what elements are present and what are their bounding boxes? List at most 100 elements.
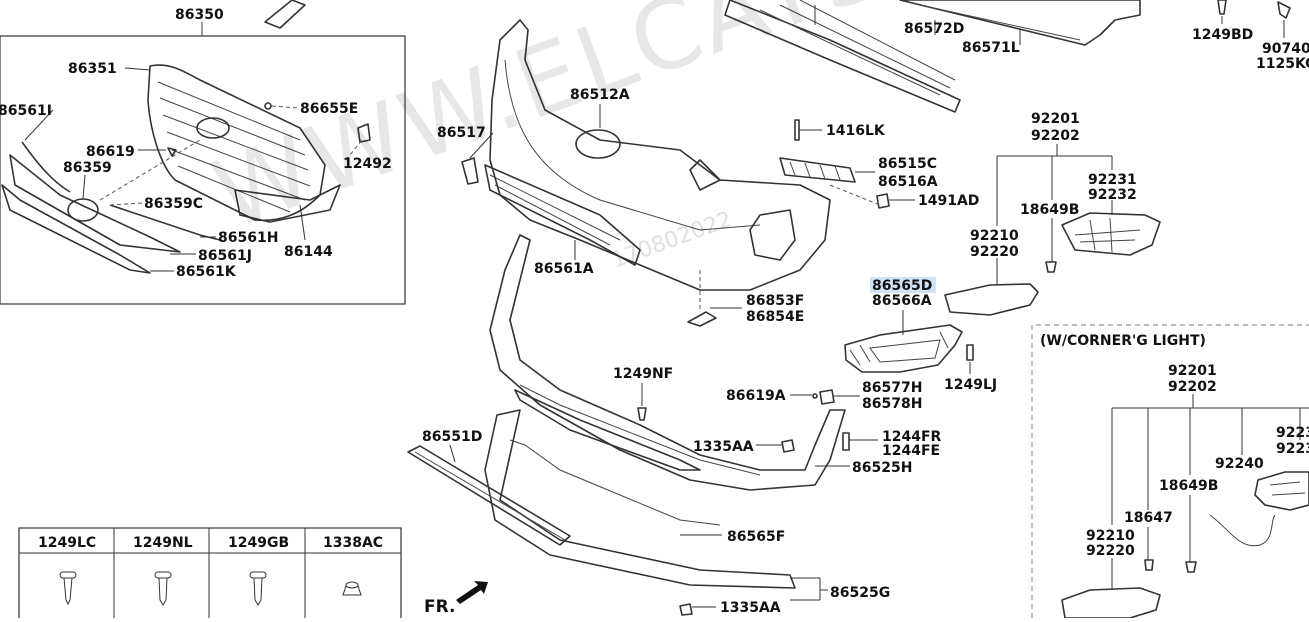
molding-86561H[interactable] — [109, 204, 221, 241]
label-86561H[interactable]: 86561H — [218, 230, 278, 246]
bulb-18649B[interactable] — [1045, 261, 1057, 273]
label-1244FE[interactable]: 1244FE — [882, 443, 940, 459]
fastener-header-3[interactable]: 1249GB — [228, 535, 289, 551]
label-1244FR[interactable]: 1244FR — [882, 429, 942, 445]
molding-86561I[interactable] — [21, 141, 71, 193]
bracket-86577H[interactable] — [819, 389, 835, 405]
molding-86561K[interactable] — [1, 184, 151, 274]
skid-plate-86565F[interactable] — [514, 389, 701, 471]
label-1249NF[interactable]: 1249NF — [613, 366, 673, 382]
label-86561A[interactable]: 86561A — [534, 261, 594, 277]
screw-1249LJ[interactable] — [966, 344, 974, 361]
label-92231[interactable]: 92231 — [1088, 172, 1137, 188]
socket-18647[interactable] — [1144, 559, 1154, 571]
label-86561I[interactable]: 86561I — [0, 103, 52, 119]
label-18649B[interactable]: 18649B — [1020, 202, 1079, 218]
label-86525H[interactable]: 86525H — [852, 460, 912, 476]
bulb-18649B-corner[interactable] — [1185, 561, 1197, 573]
bumper-beam-86571L[interactable] — [899, 0, 1141, 46]
molding-86551D[interactable] — [407, 445, 571, 546]
bumper-lower-86525H[interactable] — [489, 234, 846, 491]
bumper-beam-absorber[interactable] — [724, 0, 961, 113]
screw-12492[interactable] — [357, 123, 371, 143]
bracket-86853F[interactable] — [687, 311, 717, 327]
fog-lamp-cover-86565D[interactable] — [844, 324, 963, 373]
label-corner-92202[interactable]: 92202 — [1168, 379, 1217, 395]
clip-86619[interactable] — [167, 147, 177, 157]
clip-1491AD[interactable] — [876, 193, 890, 209]
label-corner-92201[interactable]: 92201 — [1168, 363, 1217, 379]
label-92210[interactable]: 92210 — [970, 228, 1019, 244]
clip-1335AA[interactable] — [781, 439, 795, 453]
label-corner-92240[interactable]: 92240 — [1215, 456, 1264, 472]
lower-grille-86561A[interactable] — [484, 164, 641, 266]
radiator-grille[interactable] — [147, 64, 326, 222]
label-corner-9223b[interactable]: 9223 — [1276, 441, 1309, 457]
label-86512A[interactable]: 86512A — [570, 87, 630, 103]
label-12492[interactable]: 12492 — [343, 156, 392, 172]
label-86517[interactable]: 86517 — [437, 125, 486, 141]
label-86619A[interactable]: 86619A — [726, 388, 786, 404]
label-corner-92210[interactable]: 92210 — [1086, 528, 1135, 544]
label-92220[interactable]: 92220 — [970, 244, 1019, 260]
label-86565D[interactable]: 86565D — [872, 278, 932, 294]
fog-lamp-92201[interactable] — [944, 283, 1039, 316]
fog-lamp-housing-92231[interactable] — [1061, 212, 1161, 256]
label-86566A[interactable]: 86566A — [872, 293, 932, 309]
label-1249BD[interactable]: 1249BD — [1192, 27, 1253, 43]
bumper-cover-86512A[interactable] — [489, 19, 831, 291]
label-86515C[interactable]: 86515C — [878, 156, 937, 172]
label-92201[interactable]: 92201 — [1031, 111, 1080, 127]
grille-lower-86359[interactable] — [9, 154, 181, 253]
nut-90740[interactable] — [1277, 1, 1291, 19]
label-86359C[interactable]: 86359C — [144, 196, 203, 212]
label-86551D[interactable]: 86551D — [422, 429, 482, 445]
wiring-92240[interactable] — [1209, 514, 1276, 547]
lower-bumper-86525G[interactable] — [484, 409, 796, 589]
corner-fog-lamp[interactable] — [1061, 587, 1161, 619]
side-bracket-86515C[interactable] — [779, 157, 856, 183]
screw-1249NF[interactable] — [637, 407, 647, 421]
label-86578H[interactable]: 86578H — [862, 396, 922, 412]
label-86572D[interactable]: 86572D — [904, 21, 964, 37]
bracket-86517[interactable] — [461, 157, 479, 185]
label-86525G[interactable]: 86525G — [830, 585, 890, 601]
label-corner-18647[interactable]: 18647 — [1124, 510, 1173, 526]
corner-lamp-housing[interactable] — [1254, 471, 1309, 511]
label-corner-18649B[interactable]: 18649B — [1159, 478, 1218, 494]
screw-1244FR[interactable] — [842, 432, 850, 451]
label-1335AA[interactable]: 1335AA — [693, 439, 754, 455]
label-86565F[interactable]: 86565F — [727, 529, 785, 545]
label-86853F[interactable]: 86853F — [746, 293, 804, 309]
clip-86655E[interactable] — [264, 102, 272, 110]
label-1125KC[interactable]: 1125KC — [1256, 56, 1309, 72]
label-86854E[interactable]: 86854E — [746, 309, 804, 325]
label-86350[interactable]: 86350 — [175, 7, 224, 23]
label-90740[interactable]: 90740 — [1262, 41, 1309, 57]
label-86516A[interactable]: 86516A — [878, 174, 938, 190]
label-92202[interactable]: 92202 — [1031, 128, 1080, 144]
label-1416LK[interactable]: 1416LK — [826, 123, 886, 139]
label-92232[interactable]: 92232 — [1088, 187, 1137, 203]
label-86655E[interactable]: 86655E — [300, 101, 358, 117]
label-86144[interactable]: 86144 — [284, 244, 333, 260]
label-1335AA-lower[interactable]: 1335AA — [720, 600, 781, 616]
clip-86619A[interactable] — [812, 393, 818, 399]
label-corner-9223a[interactable]: 9223 — [1276, 425, 1309, 441]
fastener-header-1[interactable]: 1249LC — [38, 535, 96, 551]
label-1249LJ[interactable]: 1249LJ — [944, 377, 997, 393]
label-1491AD[interactable]: 1491AD — [918, 193, 979, 209]
label-86561K[interactable]: 86561K — [176, 264, 237, 280]
fastener-header-4[interactable]: 1338AC — [323, 535, 383, 551]
screw-1416LK[interactable] — [794, 119, 800, 141]
bolt-1249BD[interactable] — [1217, 0, 1227, 15]
fastener-header-2[interactable]: 1249NL — [133, 535, 193, 551]
clip-1335AA-lower[interactable] — [679, 603, 693, 616]
molding-86144[interactable] — [234, 184, 341, 223]
label-86359[interactable]: 86359 — [63, 160, 112, 176]
label-corner-92220[interactable]: 92220 — [1086, 543, 1135, 559]
label-86351[interactable]: 86351 — [68, 61, 117, 77]
label-86619[interactable]: 86619 — [86, 144, 135, 160]
label-86561J[interactable]: 86561J — [198, 248, 252, 264]
label-86571L[interactable]: 86571L — [962, 40, 1020, 56]
